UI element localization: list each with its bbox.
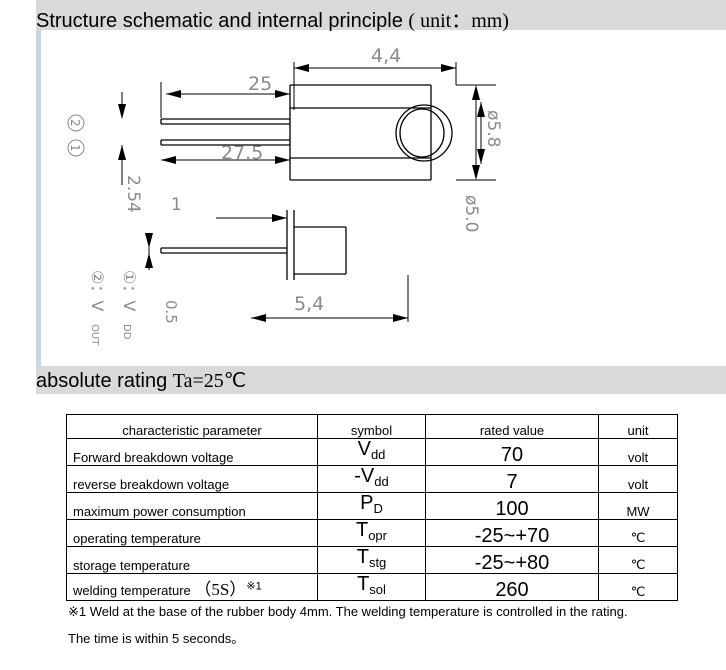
dim-5-0: ø5.0	[461, 195, 481, 232]
symbol-cell: Topr	[317, 519, 426, 547]
dim-27-5: 27.5	[221, 142, 263, 164]
unit-cell: MW	[598, 492, 678, 520]
dim-25: 25	[248, 73, 272, 95]
structure-diagram: 25 27.5 4,4 1 5,4 ø5.8 ø5.0 2.54 0.5 2 1…	[67, 45, 503, 346]
param-cell: reverse breakdown voltage	[66, 465, 318, 493]
section-title-rating: absolute rating Ta=25℃	[36, 368, 246, 393]
diagram-frame-edge	[36, 30, 41, 366]
dim-1: 1	[171, 195, 182, 215]
dim-5-8: ø5.8	[483, 110, 503, 147]
pin-1-label: 1	[68, 144, 82, 152]
rating-title: absolute rating	[36, 370, 168, 392]
footnote-line-1: ※1 Weld at the base of the rubber body 4…	[68, 604, 628, 619]
param-cell: maximum power consumption	[66, 492, 318, 520]
pin-2-label: 2	[68, 119, 82, 127]
section-header-structure	[36, 0, 726, 30]
symbol-cell: PD	[317, 492, 426, 520]
lens-outer	[395, 104, 453, 162]
rating-condition: Ta=25℃	[172, 370, 247, 392]
pin-labels: 2 1	[67, 114, 85, 157]
title-unit: ( unit：mm)	[408, 10, 509, 32]
symbol-cell: -Vdd	[317, 465, 426, 493]
value-cell: 7	[425, 465, 599, 493]
param-cell: operating temperature	[66, 519, 318, 547]
dim-0-5: 0.5	[162, 300, 180, 324]
param-cell: welding temperature （5S）※1	[66, 573, 318, 601]
footnote-line-2: The time is within 5 seconds。	[68, 631, 245, 646]
symbol-cell: Tstg	[317, 546, 426, 574]
lens-inner	[399, 108, 445, 158]
table-row: welding temperature （5S）※1 Tsol 260 ℃	[66, 573, 678, 601]
legend-vout: ②：V	[88, 270, 107, 311]
table-row: storage temperature Tstg -25~+80 ℃	[66, 546, 678, 574]
pin-legend: ①：V DD ②：V OUT	[88, 270, 139, 346]
symbol-cell: Vdd	[317, 438, 426, 466]
dim-2-54: 2.54	[123, 175, 143, 213]
section-title-structure: Structure schematic and internal princip…	[36, 4, 509, 33]
table-row: operating temperature Topr -25~+70 ℃	[66, 519, 678, 547]
unit-cell: ℃	[598, 519, 678, 547]
legend-vdd: ①：V	[120, 270, 139, 311]
param-extra: （5S）	[194, 580, 247, 599]
table-header-row: characteristic parameter symbol rated va…	[66, 414, 678, 439]
value-cell: 70	[425, 438, 599, 466]
legend-vout-sub: OUT	[89, 324, 100, 346]
value-cell: -25~+80	[425, 546, 599, 574]
legend-vdd-sub: DD	[121, 324, 132, 340]
dim-4-4: 4,4	[371, 45, 401, 67]
param-cell: storage temperature	[66, 546, 318, 574]
table-row: Forward breakdown voltage Vdd 70 volt	[66, 438, 678, 466]
header-value: rated value	[425, 414, 599, 439]
header-symbol: symbol	[317, 414, 426, 439]
title-text: Structure schematic and internal princip…	[36, 10, 403, 32]
param-cell: Forward breakdown voltage	[66, 438, 318, 466]
unit-cell: volt	[598, 438, 678, 466]
header-parameter: characteristic parameter	[66, 414, 318, 439]
header-unit: unit	[598, 414, 678, 439]
value-cell: 260	[425, 573, 599, 601]
section-header-rating	[36, 366, 726, 394]
symbol-cell: Tsol	[317, 573, 426, 601]
value-cell: -25~+70	[425, 519, 599, 547]
table-row: reverse breakdown voltage -Vdd 7 volt	[66, 465, 678, 493]
dim-5-4: 5,4	[294, 293, 324, 315]
table-row: maximum power consumption PD 100 MW	[66, 492, 678, 520]
unit-cell: ℃	[598, 573, 678, 601]
value-cell: 100	[425, 492, 599, 520]
rating-table: characteristic parameter symbol rated va…	[66, 414, 678, 601]
unit-cell: volt	[598, 465, 678, 493]
footnote-mark: ※1	[246, 580, 262, 593]
unit-cell: ℃	[598, 546, 678, 574]
